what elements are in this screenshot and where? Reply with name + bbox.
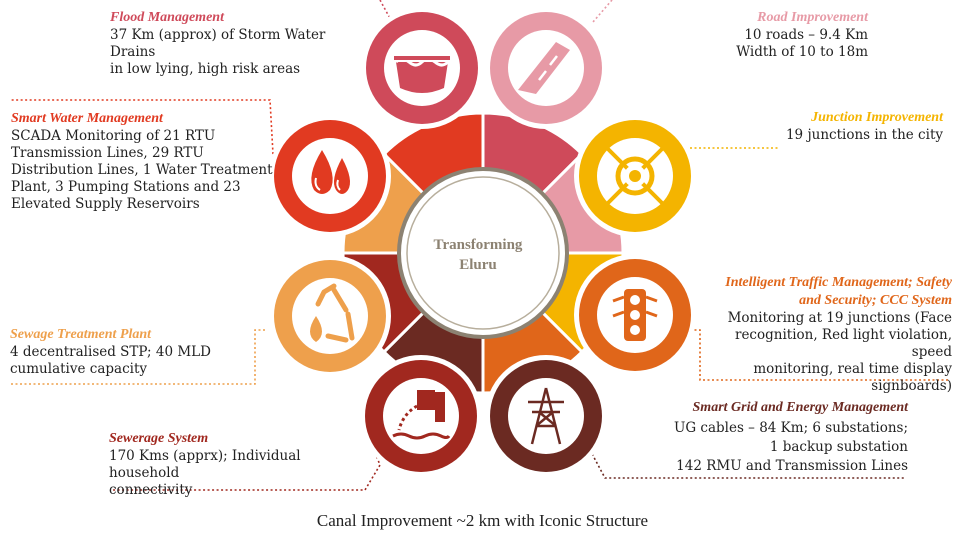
flood-line: in low lying, high risk areas xyxy=(110,61,301,77)
road-line: Width of 10 to 18m xyxy=(736,44,868,60)
road-title: Road Improvement xyxy=(757,10,868,25)
grid-icon-bg xyxy=(508,378,584,454)
grid-line: 1 backup substation xyxy=(769,439,908,455)
sewage-plant-line: cumulative capacity xyxy=(10,361,147,377)
sewerage-title: Sewerage System xyxy=(109,431,209,446)
water-block: Smart Water Management SCADA Monitoring … xyxy=(11,110,276,213)
sewerage-line: connectivity xyxy=(109,482,193,498)
caption: Canal Improvement ~2 km with Iconic Stru… xyxy=(316,511,649,530)
traffic-line: monitoring, real time display xyxy=(753,361,952,377)
traffic-line: Monitoring at 19 junctions (Face xyxy=(727,310,952,326)
traffic-connector xyxy=(690,329,950,381)
flood-title: Flood Management xyxy=(110,10,224,25)
junction-title: Junction Improvement xyxy=(811,110,943,125)
sewage-plant-block: Sewage Treatment Plant 4 decentralised S… xyxy=(10,326,250,378)
water-bowl-icon xyxy=(394,56,450,93)
center-title-line1: Transforming xyxy=(434,237,523,253)
traffic-line: signboards) xyxy=(871,378,952,394)
traffic-title: Intelligent Traffic Management; Safety a… xyxy=(725,275,952,308)
junction-block: Junction Improvement 19 junctions in the… xyxy=(700,109,943,144)
center-inner-ring xyxy=(406,176,560,330)
sewage-plant-line: 4 decentralised STP; 40 MLD xyxy=(10,344,211,360)
sewerage-line: 170 Kms (apprx); Individual household xyxy=(109,448,301,481)
flood-line: 37 Km (approx) of Storm Water Drains xyxy=(110,27,326,60)
grid-line: 142 RMU and Transmission Lines xyxy=(676,458,908,474)
grid-connector xyxy=(589,449,905,479)
water-title: Smart Water Management xyxy=(11,111,163,126)
water-line: Distribution Lines, 1 Water Treatment xyxy=(11,162,273,178)
sewage-plant-title: Sewage Treatment Plant xyxy=(10,327,152,342)
water-drops-icon xyxy=(311,150,350,194)
water-line: Plant, 3 Pumping Stations and 23 xyxy=(11,179,241,195)
water-line: Transmission Lines, 29 RTU xyxy=(11,145,204,161)
sewerage-connector xyxy=(110,439,381,491)
sewerage-icon-bg xyxy=(383,378,459,454)
water-line: Elevated Supply Reservoirs xyxy=(11,196,200,212)
power-tower-icon xyxy=(528,387,564,445)
traffic-line: recognition, Red light violation, speed xyxy=(734,327,952,360)
road-icon xyxy=(518,42,570,94)
traffic-block: Intelligent Traffic Management; Safety a… xyxy=(706,274,952,395)
sewerage-block: Sewerage System 170 Kms (apprx); Individ… xyxy=(109,430,369,499)
center-title-line2: Eluru xyxy=(459,257,497,273)
traffic-light-icon xyxy=(612,289,658,341)
road-connector xyxy=(592,0,613,23)
sewage_plant-connector xyxy=(10,329,265,385)
water-connector xyxy=(10,99,276,191)
water-line: SCADA Monitoring of 21 RTU xyxy=(11,128,216,144)
recycle-drop-icon xyxy=(310,283,355,343)
roundabout-icon xyxy=(605,146,665,206)
road-line: 10 roads – 9.4 Km xyxy=(744,27,868,43)
grid-block: Smart Grid and Energy Management UG cabl… xyxy=(620,399,908,475)
road-block: Road Improvement 10 roads – 9.4 Km Width… xyxy=(640,9,868,61)
grid-title: Smart Grid and Energy Management xyxy=(692,400,908,415)
flood-block: Flood Management 37 Km (approx) of Storm… xyxy=(110,9,370,78)
junction-line: 19 junctions in the city xyxy=(785,127,943,143)
drain-pipe-icon xyxy=(392,390,451,440)
grid-line: UG cables – 84 Km; 6 substations; xyxy=(673,420,908,436)
